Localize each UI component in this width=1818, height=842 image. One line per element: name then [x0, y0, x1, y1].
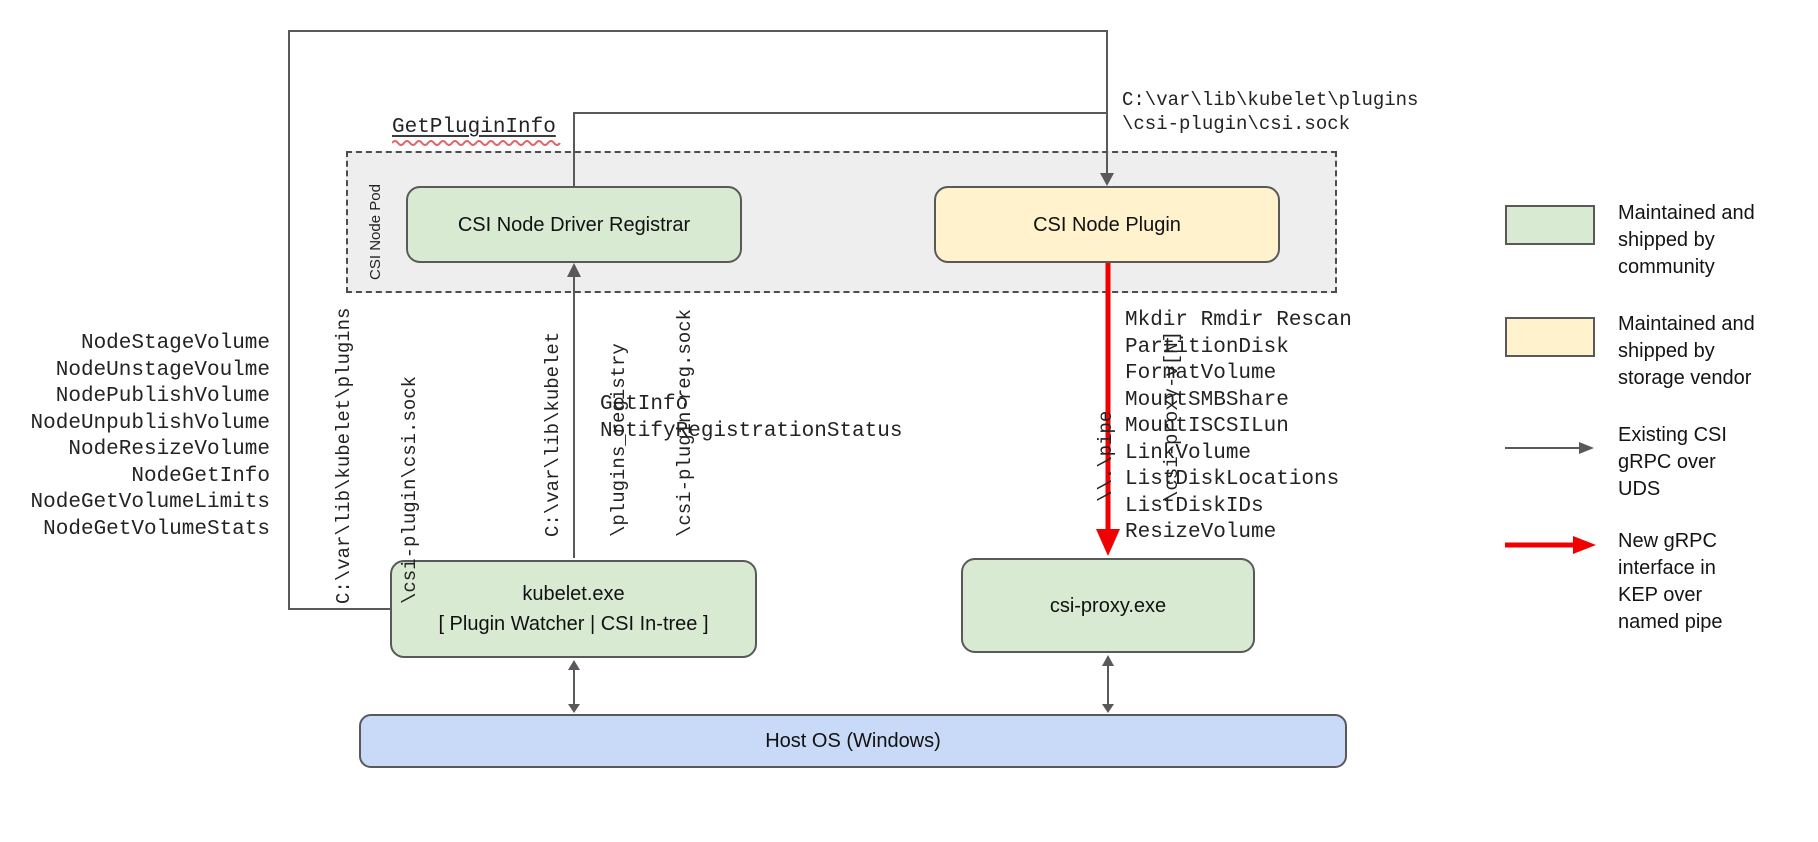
host-os-label: Host OS (Windows) [765, 730, 941, 752]
legend-community-swatch [1505, 205, 1595, 245]
legend-vendor-text: Maintained and shipped by storage vendor [1618, 313, 1755, 389]
node-csi-node-driver-registrar: CSI Node Driver Registrar [406, 186, 742, 263]
arrowhead-up-kubelet [568, 660, 580, 670]
uds-arrowhead-into-registrar [567, 263, 581, 277]
legend-pipe-text: New gRPC interface in KEP over named pip… [1618, 530, 1723, 633]
list-item: LinkVolume [1125, 441, 1252, 465]
legend-uds-arrowhead [1579, 442, 1594, 454]
csi-node-pod-label: CSI Node Pod [367, 184, 384, 280]
arrowhead-down-host-right [1102, 704, 1114, 713]
kubelet-label-line1: kubelet.exe [522, 583, 625, 605]
list-item: NodeGetInfo [131, 464, 270, 488]
list-item: ListDiskIDs [1125, 494, 1264, 518]
list-item: NodeStageVolume [80, 332, 270, 355]
legend-vendor-swatch [1505, 317, 1595, 357]
node-csi-node-plugin: CSI Node Plugin [934, 186, 1280, 263]
list-item: ListDiskLocations [1125, 468, 1340, 491]
list-item: NodeUnstageVoulme [55, 358, 270, 382]
legend-community-text: Maintained and shipped by community [1618, 202, 1755, 278]
plugin-label: CSI Node Plugin [1033, 213, 1181, 236]
list-item: NodeGetVolumeLimits [30, 491, 270, 514]
spellcheck-squiggle [392, 140, 561, 146]
list-item: NodePublishVolume [55, 385, 270, 408]
node-csi-proxy: csi-proxy.exe [961, 558, 1255, 653]
uds-arrowhead-into-plugin [1100, 173, 1114, 186]
list-item: FormatVolume [1125, 362, 1277, 385]
csi-node-methods-list: NodeStageVolume NodeUnstageVoulme NodePu… [20, 331, 270, 543]
kubelet-label-line2: [ Plugin Watcher | CSI In-tree ] [438, 613, 709, 635]
getplugininfo-label: GetPluginInfo [392, 116, 556, 139]
registrar-label: CSI Node Driver Registrar [457, 213, 691, 236]
list-item: PartitionDisk [1125, 335, 1289, 359]
list-item: NodeResizeVolume [68, 438, 270, 461]
uds-line-kubelet-to-plugin [288, 30, 1108, 610]
list-item: MountISCSILun [1125, 415, 1289, 438]
registration-sock-vertical-label: C:\var\lib\kubelet \plugins_registry \cs… [542, 308, 696, 537]
node-host-os: Host OS (Windows) [359, 714, 1347, 768]
named-pipe-arrowhead [1096, 529, 1120, 556]
list-item: NodeGetVolumeStats [43, 517, 270, 541]
node-kubelet: kubelet.exe [ Plugin Watcher | CSI In-tr… [390, 560, 757, 658]
arrowhead-down-host-left [568, 704, 580, 713]
registration-calls-label: GetInfo NotifyRegistrationStatus [600, 393, 903, 443]
uds-line-getplugininfo [573, 112, 1107, 186]
list-item: Mkdir Rmdir Rescan [1125, 309, 1352, 332]
csi-proxy-methods-list: Mkdir Rmdir Rescan PartitionDisk FormatV… [1125, 308, 1352, 547]
list-item: NodeUnpublishVolume [30, 411, 270, 435]
legend-pipe-arrowhead [1573, 536, 1596, 554]
legend-uds-text: Existing CSI gRPC over UDS [1618, 424, 1727, 500]
csi-sock-vertical-label: C:\var\lib\kubelet\plugins \csi-plugin\c… [333, 307, 421, 604]
csi-proxy-label: csi-proxy.exe [1049, 594, 1167, 617]
named-pipe-vertical-label: \\.\pipe \csi-proxy-v[N] [1095, 330, 1183, 502]
csi-sock-path-label: C:\var\lib\kubelet\plugins \csi-plugin\c… [1122, 89, 1419, 135]
list-item: MountSMBShare [1125, 388, 1289, 412]
arrowhead-up-proxy [1102, 655, 1114, 666]
list-item: ResizeVolume [1125, 521, 1277, 544]
